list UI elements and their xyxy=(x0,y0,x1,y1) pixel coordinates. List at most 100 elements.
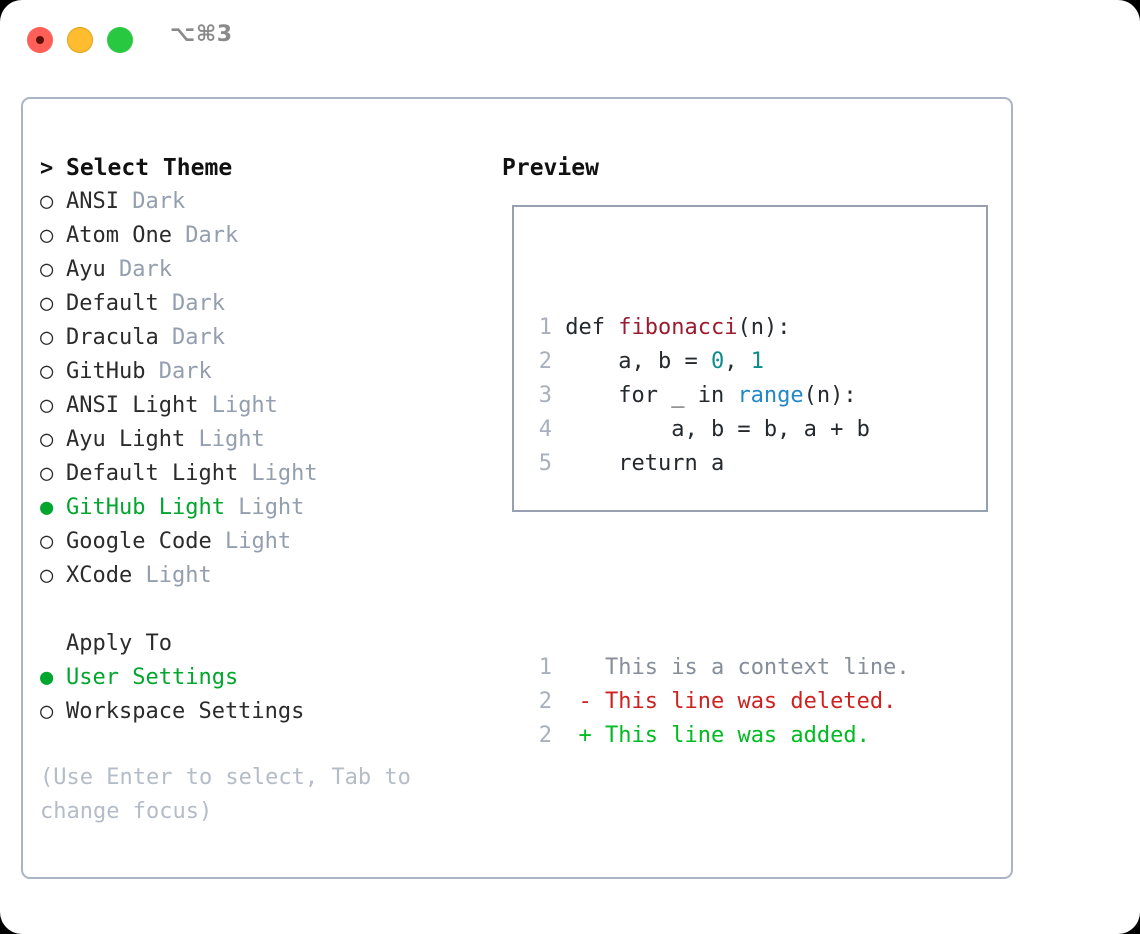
line-number: 1 xyxy=(538,655,552,680)
code-token: (n): xyxy=(737,315,791,340)
theme-name: Atom One xyxy=(66,223,172,248)
apply-to-option-label: Workspace Settings xyxy=(66,699,305,724)
theme-variant-label: Light xyxy=(185,427,265,452)
theme-variant-label: Light xyxy=(238,461,318,486)
theme-list-item[interactable]: ○Default Light Light xyxy=(40,457,480,491)
theme-list-item[interactable]: ○ Default Dark xyxy=(40,287,480,321)
theme-picker-panel: >Select Theme ○ANSI Dark○Atom One Dark○A… xyxy=(21,97,1013,879)
code-token: range xyxy=(737,383,804,408)
maximize-button[interactable] xyxy=(107,27,133,53)
apply-to-option[interactable]: ● User Settings xyxy=(40,661,480,695)
radio-selected-icon: ● xyxy=(40,495,54,520)
apply-to-label: Apply To xyxy=(66,631,172,656)
radio-unselected-icon: ○ xyxy=(40,563,54,588)
diff-text: This line was added. xyxy=(591,723,870,748)
theme-name: Google Code xyxy=(66,529,212,554)
line-number: 2 xyxy=(538,689,552,714)
radio-selected-icon: ● xyxy=(40,665,54,690)
radio-unselected-icon: ○ xyxy=(40,359,54,384)
select-theme-title: Select Theme xyxy=(66,155,233,181)
diff-line: 1 This is a context line. xyxy=(530,651,910,685)
radio-unselected-icon: ○ xyxy=(40,427,54,452)
theme-variant-label: Dark xyxy=(171,223,239,248)
theme-list-item[interactable]: ○ ANSI Light Light xyxy=(40,389,480,423)
theme-list[interactable]: ○ANSI Dark○Atom One Dark○Ayu Dark○Defaul… xyxy=(40,185,480,593)
radio-unselected-icon: ○ xyxy=(40,223,54,248)
diff-line: 2 - This line was deleted. xyxy=(530,685,910,719)
diff-sign: - xyxy=(578,689,592,714)
spacer xyxy=(40,593,480,627)
theme-list-item[interactable]: ○ Dracula Dark xyxy=(40,321,480,355)
title-bar: ⌥⌘3 xyxy=(0,0,1140,78)
theme-name: Ayu xyxy=(66,257,106,282)
code-token: def xyxy=(565,315,619,340)
code-token: , xyxy=(724,349,751,374)
theme-variant-label: Light xyxy=(224,495,305,520)
apply-to-option[interactable]: ○ Workspace Settings xyxy=(40,695,480,729)
keyboard-hint: (Use Enter to select, Tab to change focu… xyxy=(40,765,411,824)
theme-name: Default Light xyxy=(66,461,239,486)
radio-unselected-icon: ○ xyxy=(40,325,54,350)
close-button[interactable] xyxy=(27,27,53,53)
theme-variant-label: Dark xyxy=(145,359,212,384)
diff-lines: 1 This is a context line.2 - This line w… xyxy=(530,651,910,753)
apply-to-option-label: User Settings xyxy=(66,665,239,690)
radio-unselected-icon: ○ xyxy=(40,257,54,282)
radio-unselected-icon: ○ xyxy=(40,189,54,214)
apply-to-label-row: Apply To xyxy=(40,627,480,661)
code-line: 1 def fibonacci(n): xyxy=(530,311,910,345)
theme-variant-label: Light xyxy=(211,529,292,554)
theme-name: ANSI Light xyxy=(66,393,199,418)
theme-list-item[interactable]: ○ Google Code Light xyxy=(40,525,480,559)
line-number: 5 xyxy=(538,451,552,476)
select-theme-header: > Select Theme xyxy=(40,151,480,185)
code-token: 0 xyxy=(710,349,725,374)
code-diff-spacer xyxy=(530,549,910,583)
theme-variant-label: Dark xyxy=(158,325,225,350)
theme-selection-column: >Select Theme ○ANSI Dark○Atom One Dark○A… xyxy=(40,151,480,729)
preview-column: Preview 1 def fibonacci(n):2 a, b = 0, 1… xyxy=(502,151,998,748)
diff-text: This line was deleted. xyxy=(591,689,897,714)
code-token: a, b = b, a + b xyxy=(565,417,870,442)
preview-title: Preview xyxy=(502,155,599,181)
radio-unselected-icon: ○ xyxy=(40,393,54,418)
radio-unselected-icon: ○ xyxy=(40,699,54,724)
theme-variant-label: Dark xyxy=(158,291,225,316)
code-token: (n): xyxy=(803,383,857,408)
diff-text: This is a context line. xyxy=(591,655,910,680)
line-number: 2 xyxy=(538,349,552,374)
radio-unselected-icon: ○ xyxy=(40,529,54,554)
code-token: 1 xyxy=(750,349,764,374)
minimize-button[interactable] xyxy=(67,27,93,53)
code-line: 5 return a xyxy=(530,447,910,481)
radio-unselected-icon: ○ xyxy=(40,291,54,316)
theme-list-item[interactable]: ○ GitHub Dark xyxy=(40,355,480,389)
line-number: 4 xyxy=(538,417,552,442)
theme-variant-label: Dark xyxy=(105,257,172,282)
keyboard-shortcut-label: ⌥⌘3 xyxy=(170,22,233,47)
theme-variant-label: Light xyxy=(198,393,278,418)
theme-name: Ayu Light xyxy=(66,427,186,452)
diff-line: 2 + This line was added. xyxy=(530,719,910,753)
theme-list-item[interactable]: ○ANSI Dark xyxy=(40,185,480,219)
code-token: return a xyxy=(565,451,725,476)
code-line: 2 a, b = 0, 1 xyxy=(530,345,910,379)
theme-variant-label: Dark xyxy=(118,189,186,214)
line-number: 2 xyxy=(538,723,552,748)
theme-name: Default xyxy=(66,291,159,316)
theme-name: Dracula xyxy=(66,325,159,350)
line-number: 1 xyxy=(538,315,552,340)
prompt-caret-icon: > xyxy=(40,156,54,181)
theme-list-item[interactable]: ● GitHub Light Light xyxy=(40,491,480,525)
theme-name: GitHub xyxy=(66,359,146,384)
theme-list-item[interactable]: ○XCode Light xyxy=(40,559,480,593)
theme-list-item[interactable]: ○ Ayu Light Light xyxy=(40,423,480,457)
theme-list-item[interactable]: ○ Ayu Dark xyxy=(40,253,480,287)
apply-to-options[interactable]: ● User Settings ○ Workspace Settings xyxy=(40,661,480,729)
theme-list-item[interactable]: ○ Atom One Dark xyxy=(40,219,480,253)
code-token: a, b = xyxy=(565,349,711,374)
theme-name: GitHub Light xyxy=(66,495,225,520)
